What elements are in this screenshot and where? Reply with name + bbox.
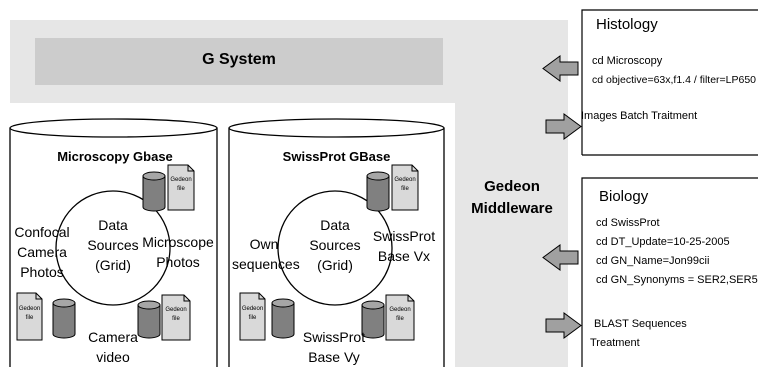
- center-line: Data: [98, 217, 128, 233]
- command-line: cd Microscopy: [592, 55, 663, 67]
- arrow-left-icon: [542, 244, 579, 271]
- db-cylinder-icon: [137, 300, 161, 339]
- label-line: Base Vy: [308, 349, 360, 365]
- arrow-right-icon: [545, 113, 582, 140]
- histology-treatment: Images Batch Traitment: [581, 110, 698, 122]
- label-line: Microscope: [142, 234, 214, 250]
- swissprot-data-sources-circle: [277, 190, 393, 306]
- histology-title: Histology: [596, 16, 658, 33]
- label-line: Camera: [88, 329, 138, 345]
- command-line: cd GN_Synonyms = SER2,SER5: [596, 274, 758, 286]
- center-line: Sources: [309, 237, 361, 253]
- middleware-line1: Gedeon: [484, 178, 540, 195]
- label-line: Photos: [20, 264, 64, 280]
- histology-lines: cd Microscopy cd objective=63x,f1.4 / fi…: [592, 52, 756, 90]
- treatment-line: Treatment: [590, 337, 640, 349]
- db-cylinder-icon: [366, 171, 390, 212]
- center-line: (Grid): [317, 257, 353, 273]
- microscopy-right-label: Microscope Photos: [140, 232, 216, 272]
- file-label-line: Gedeon: [170, 177, 192, 183]
- db-cylinder-icon: [361, 300, 385, 339]
- microscopy-db-title: Microscopy Gbase: [57, 149, 173, 164]
- swissprot-right-label: SwissProt Base Vx: [368, 226, 440, 266]
- file-label-line: Gedeon: [165, 307, 187, 313]
- command-line: cd SwissProt: [596, 217, 660, 229]
- microscopy-database-cylinder: [9, 118, 218, 367]
- center-line: Sources: [87, 237, 139, 253]
- swissprot-database-cylinder: [228, 118, 445, 367]
- treatment-line: BLAST Sequences: [594, 318, 687, 330]
- label-line: Base Vx: [377, 248, 431, 264]
- file-label-line: file: [177, 186, 185, 192]
- gsystem-bar: [35, 38, 443, 85]
- command-line: cd objective=63x,f1.4 / filter=LP650: [592, 74, 757, 86]
- label-line: sequences: [232, 256, 300, 272]
- file-label: Gedeon file: [17, 305, 42, 323]
- microscopy-data-sources-circle: [55, 190, 171, 306]
- microscopy-bottom-label: Camera video: [80, 327, 146, 367]
- label-line: Own: [249, 236, 279, 252]
- file-label-line: Gedeon: [18, 306, 41, 312]
- label-line: SwissProt: [372, 228, 436, 244]
- command-line: cd GN_Name=Jon99cii: [596, 255, 710, 267]
- biology-box: [581, 177, 758, 367]
- file-label-line: file: [396, 316, 404, 322]
- gedeon-file-icon: [385, 294, 415, 341]
- label-line: Camera: [17, 244, 67, 260]
- biology-treatment: BLAST Sequences Treatment: [590, 315, 687, 353]
- microscopy-left-label: Confocal Camera Photos: [12, 222, 72, 282]
- label-line: video: [96, 349, 130, 365]
- biology-lines: cd SwissProt cd DT_Update=10-25-2005 cd …: [596, 214, 758, 290]
- middleware-label: Gedeon Middleware: [458, 176, 566, 220]
- swissprot-center-label: Data Sources (Grid): [300, 215, 370, 275]
- db-cylinder-icon: [142, 171, 166, 212]
- file-label: Gedeon file: [168, 176, 194, 194]
- command-line: cd DT_Update=10-25-2005: [596, 236, 730, 248]
- center-line: (Grid): [95, 257, 131, 273]
- gedeon-file-icon: [391, 164, 419, 211]
- db-cylinder-icon: [52, 298, 76, 339]
- gedeon-file-icon: [16, 292, 43, 341]
- file-label: Gedeon file: [162, 306, 190, 324]
- gedeon-file-icon: [161, 294, 191, 341]
- label-line: Confocal: [14, 224, 70, 240]
- label-line: Photos: [156, 254, 200, 270]
- file-label: Gedeon file: [386, 306, 414, 324]
- file-label: Gedeon file: [240, 305, 265, 323]
- file-label: Gedeon file: [392, 176, 418, 194]
- swissprot-left-label: Own sequences: [232, 234, 300, 274]
- swissprot-db-title: SwissProt GBase: [282, 149, 391, 164]
- file-label-line: Gedeon: [241, 306, 264, 312]
- middleware-line2: Middleware: [471, 200, 553, 217]
- label-line: SwissProt: [302, 329, 366, 345]
- gedeon-file-icon: [167, 164, 195, 211]
- arrow-left-icon: [542, 55, 579, 82]
- file-label-line: file: [172, 316, 180, 322]
- gsystem-title: G System: [202, 51, 276, 68]
- biology-title: Biology: [599, 188, 649, 205]
- gedeon-file-icon: [239, 292, 266, 341]
- db-cylinder-icon: [271, 298, 295, 339]
- center-line: Data: [320, 217, 350, 233]
- file-label-line: Gedeon: [394, 177, 416, 183]
- file-label-line: Gedeon: [389, 307, 411, 313]
- microscopy-center-label: Data Sources (Grid): [78, 215, 148, 275]
- file-label-line: file: [401, 186, 409, 192]
- histology-box: [581, 9, 758, 156]
- file-label-line: file: [248, 315, 257, 321]
- file-label-line: file: [25, 315, 34, 321]
- arrow-right-icon: [545, 312, 582, 339]
- swissprot-bottom-label: SwissProt Base Vy: [296, 327, 372, 367]
